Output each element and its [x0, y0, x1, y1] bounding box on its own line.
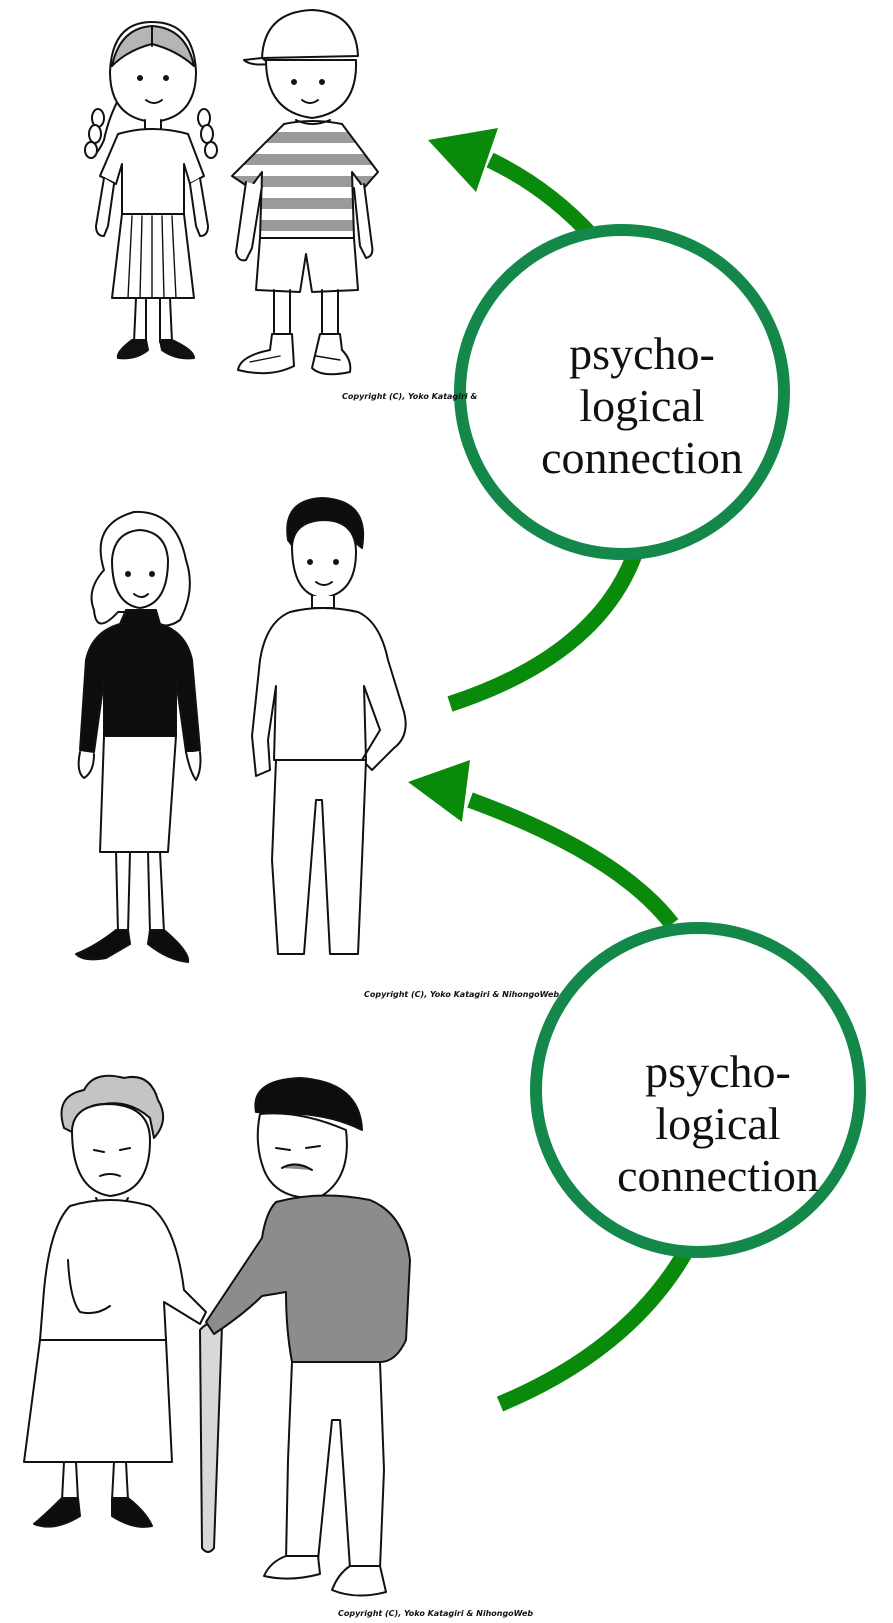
connection-label-line: connection	[541, 432, 743, 483]
lower-connection-arrow	[408, 760, 698, 1412]
arrowhead-icon	[428, 128, 498, 192]
connection-label: psycho- logical connection	[588, 1046, 848, 1202]
elderly-man-figure	[205, 1077, 411, 1597]
connection-circle-lower	[530, 922, 866, 1258]
connection-label-line: psycho-	[645, 1046, 791, 1097]
copyright-notice: Copyright (C), Yoko Katagiri & NihongoWe…	[338, 1609, 534, 1618]
man-figure	[251, 497, 407, 955]
cane-icon	[198, 1321, 224, 1553]
connection-label-line: logical	[579, 380, 705, 431]
connection-label: psycho- logical connection	[512, 328, 772, 484]
upper-connection-arrow	[428, 128, 642, 712]
woman-figure	[75, 510, 202, 963]
copyright-notice: Copyright (C), Yoko Katagiri &	[342, 392, 478, 401]
elderly-woman-figure	[23, 1074, 207, 1528]
connection-label-line: connection	[617, 1150, 819, 1201]
connection-label-line: psycho-	[569, 328, 715, 379]
connection-label-line: logical	[655, 1098, 781, 1149]
connection-circle-upper	[454, 224, 790, 560]
copyright-notice: Copyright (C), Yoko Katagiri & NihongoWe…	[364, 990, 560, 999]
arrowhead-icon	[408, 760, 470, 822]
boy-figure	[231, 9, 379, 376]
girl-figure	[84, 21, 218, 360]
